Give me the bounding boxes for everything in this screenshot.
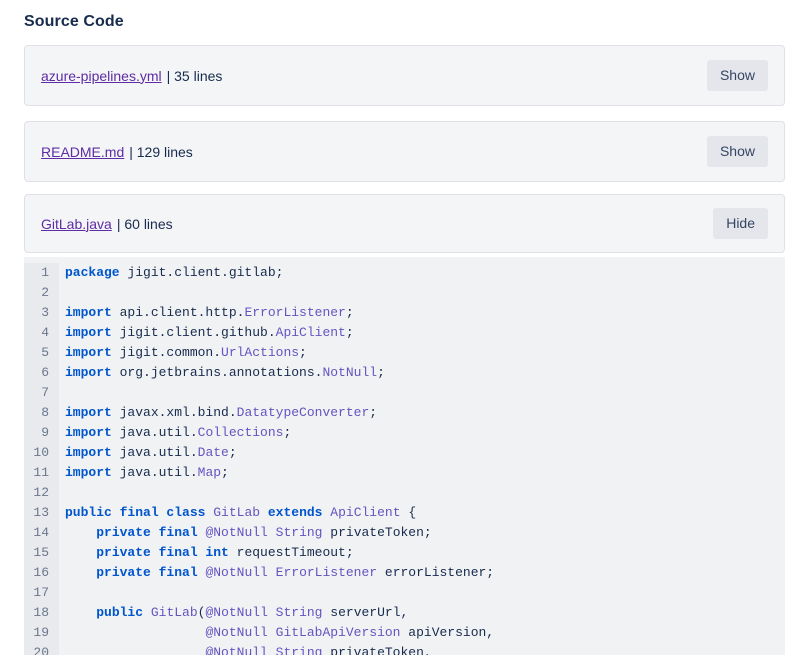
code-line: 17 <box>24 583 785 603</box>
file-panel-azure-pipelines: azure-pipelines.yml| 35 lines Show <box>24 45 785 106</box>
code-line: 7 <box>24 383 785 403</box>
code-line: 5 import jigit.common.UrlActions; <box>24 343 785 363</box>
line-number: 12 <box>24 483 59 503</box>
hide-button-gitlab-java[interactable]: Hide <box>713 208 768 239</box>
code-line: 2 <box>24 283 785 303</box>
code-line: 15 private final int requestTimeout; <box>24 543 785 563</box>
code-text: private final @NotNull String privateTok… <box>96 525 432 540</box>
file-label: README.md| 129 lines <box>41 144 193 160</box>
code-text: package jigit.client.gitlab; <box>65 265 284 280</box>
code-text: import jigit.client.github.ApiClient; <box>65 325 354 340</box>
code-text: import java.util.Date; <box>65 445 237 460</box>
line-number: 2 <box>24 283 59 303</box>
code-text <box>59 483 65 503</box>
file-panel-readme: README.md| 129 lines Show <box>24 121 785 182</box>
file-link-readme[interactable]: README.md <box>41 143 125 160</box>
code-text: import org.jetbrains.annotations.NotNull… <box>65 365 385 380</box>
line-number: 17 <box>24 583 59 603</box>
code-line: 19 @NotNull GitLabApiVersion apiVersion, <box>24 623 785 643</box>
line-number: 3 <box>24 303 59 323</box>
code-line: 1 package jigit.client.gitlab; <box>24 263 785 283</box>
code-line: 8 import javax.xml.bind.DatatypeConverter… <box>24 403 785 423</box>
line-number: 7 <box>24 383 59 403</box>
line-number: 9 <box>24 423 59 443</box>
line-number: 10 <box>24 443 59 463</box>
code-text: @NotNull String privateToken, <box>205 645 432 655</box>
line-number: 13 <box>24 503 59 523</box>
code-text: public GitLab(@NotNull String serverUrl, <box>96 605 409 620</box>
code-text: import java.util.Collections; <box>65 425 292 440</box>
code-text: import api.client.http.ErrorListener; <box>65 305 354 320</box>
code-text <box>59 583 65 603</box>
code-line: 3 import api.client.http.ErrorListener; <box>24 303 785 323</box>
file-line-count: | 60 lines <box>116 215 173 232</box>
file-label: azure-pipelines.yml| 35 lines <box>41 68 222 84</box>
line-number: 19 <box>24 623 59 643</box>
line-number: 18 <box>24 603 59 623</box>
show-button-azure-pipelines[interactable]: Show <box>706 60 768 91</box>
code-line: 13 public final class GitLab extends ApiC… <box>24 503 785 523</box>
line-number: 11 <box>24 463 59 483</box>
line-number: 8 <box>24 403 59 423</box>
code-line: 12 <box>24 483 785 503</box>
code-text: import java.util.Map; <box>65 465 229 480</box>
code-line: 16 private final @NotNull ErrorListener … <box>24 563 785 583</box>
code-text: private final int requestTimeout; <box>96 545 354 560</box>
show-button-readme[interactable]: Show <box>706 136 768 167</box>
code-line: 6 import org.jetbrains.annotations.NotNul… <box>24 363 785 383</box>
code-text <box>59 283 65 303</box>
code-text: public final class GitLab extends ApiCli… <box>65 505 417 520</box>
file-panel-gitlab-java: GitLab.java| 60 lines Hide <box>24 194 785 253</box>
line-number: 14 <box>24 523 59 543</box>
code-text: @NotNull GitLabApiVersion apiVersion, <box>205 625 495 640</box>
code-line: 10 import java.util.Date; <box>24 443 785 463</box>
code-line: 4 import jigit.client.github.ApiClient; <box>24 323 785 343</box>
line-number: 5 <box>24 343 59 363</box>
file-link-gitlab-java[interactable]: GitLab.java <box>41 215 112 232</box>
line-number: 15 <box>24 543 59 563</box>
line-number: 1 <box>24 263 59 283</box>
code-text: import jigit.common.UrlActions; <box>65 345 307 360</box>
code-text <box>59 383 65 403</box>
line-number: 6 <box>24 363 59 383</box>
page-title: Source Code <box>24 13 124 30</box>
code-line: 11 import java.util.Map; <box>24 463 785 483</box>
code-text: private final @NotNull ErrorListener err… <box>96 565 495 580</box>
file-label: GitLab.java| 60 lines <box>41 216 173 232</box>
code-line: 9 import java.util.Collections; <box>24 423 785 443</box>
code-line: 14 private final @NotNull String private… <box>24 523 785 543</box>
file-line-count: | 129 lines <box>129 143 193 160</box>
code-line: 18 public GitLab(@NotNull String serverU… <box>24 603 785 623</box>
code-text: import javax.xml.bind.DatatypeConverter; <box>65 405 378 420</box>
file-line-count: | 35 lines <box>166 67 223 84</box>
code-line: 20 @NotNull String privateToken, <box>24 643 785 655</box>
line-number: 4 <box>24 323 59 343</box>
line-number: 20 <box>24 643 59 655</box>
file-link-azure-pipelines[interactable]: azure-pipelines.yml <box>41 67 162 84</box>
line-number: 16 <box>24 563 59 583</box>
